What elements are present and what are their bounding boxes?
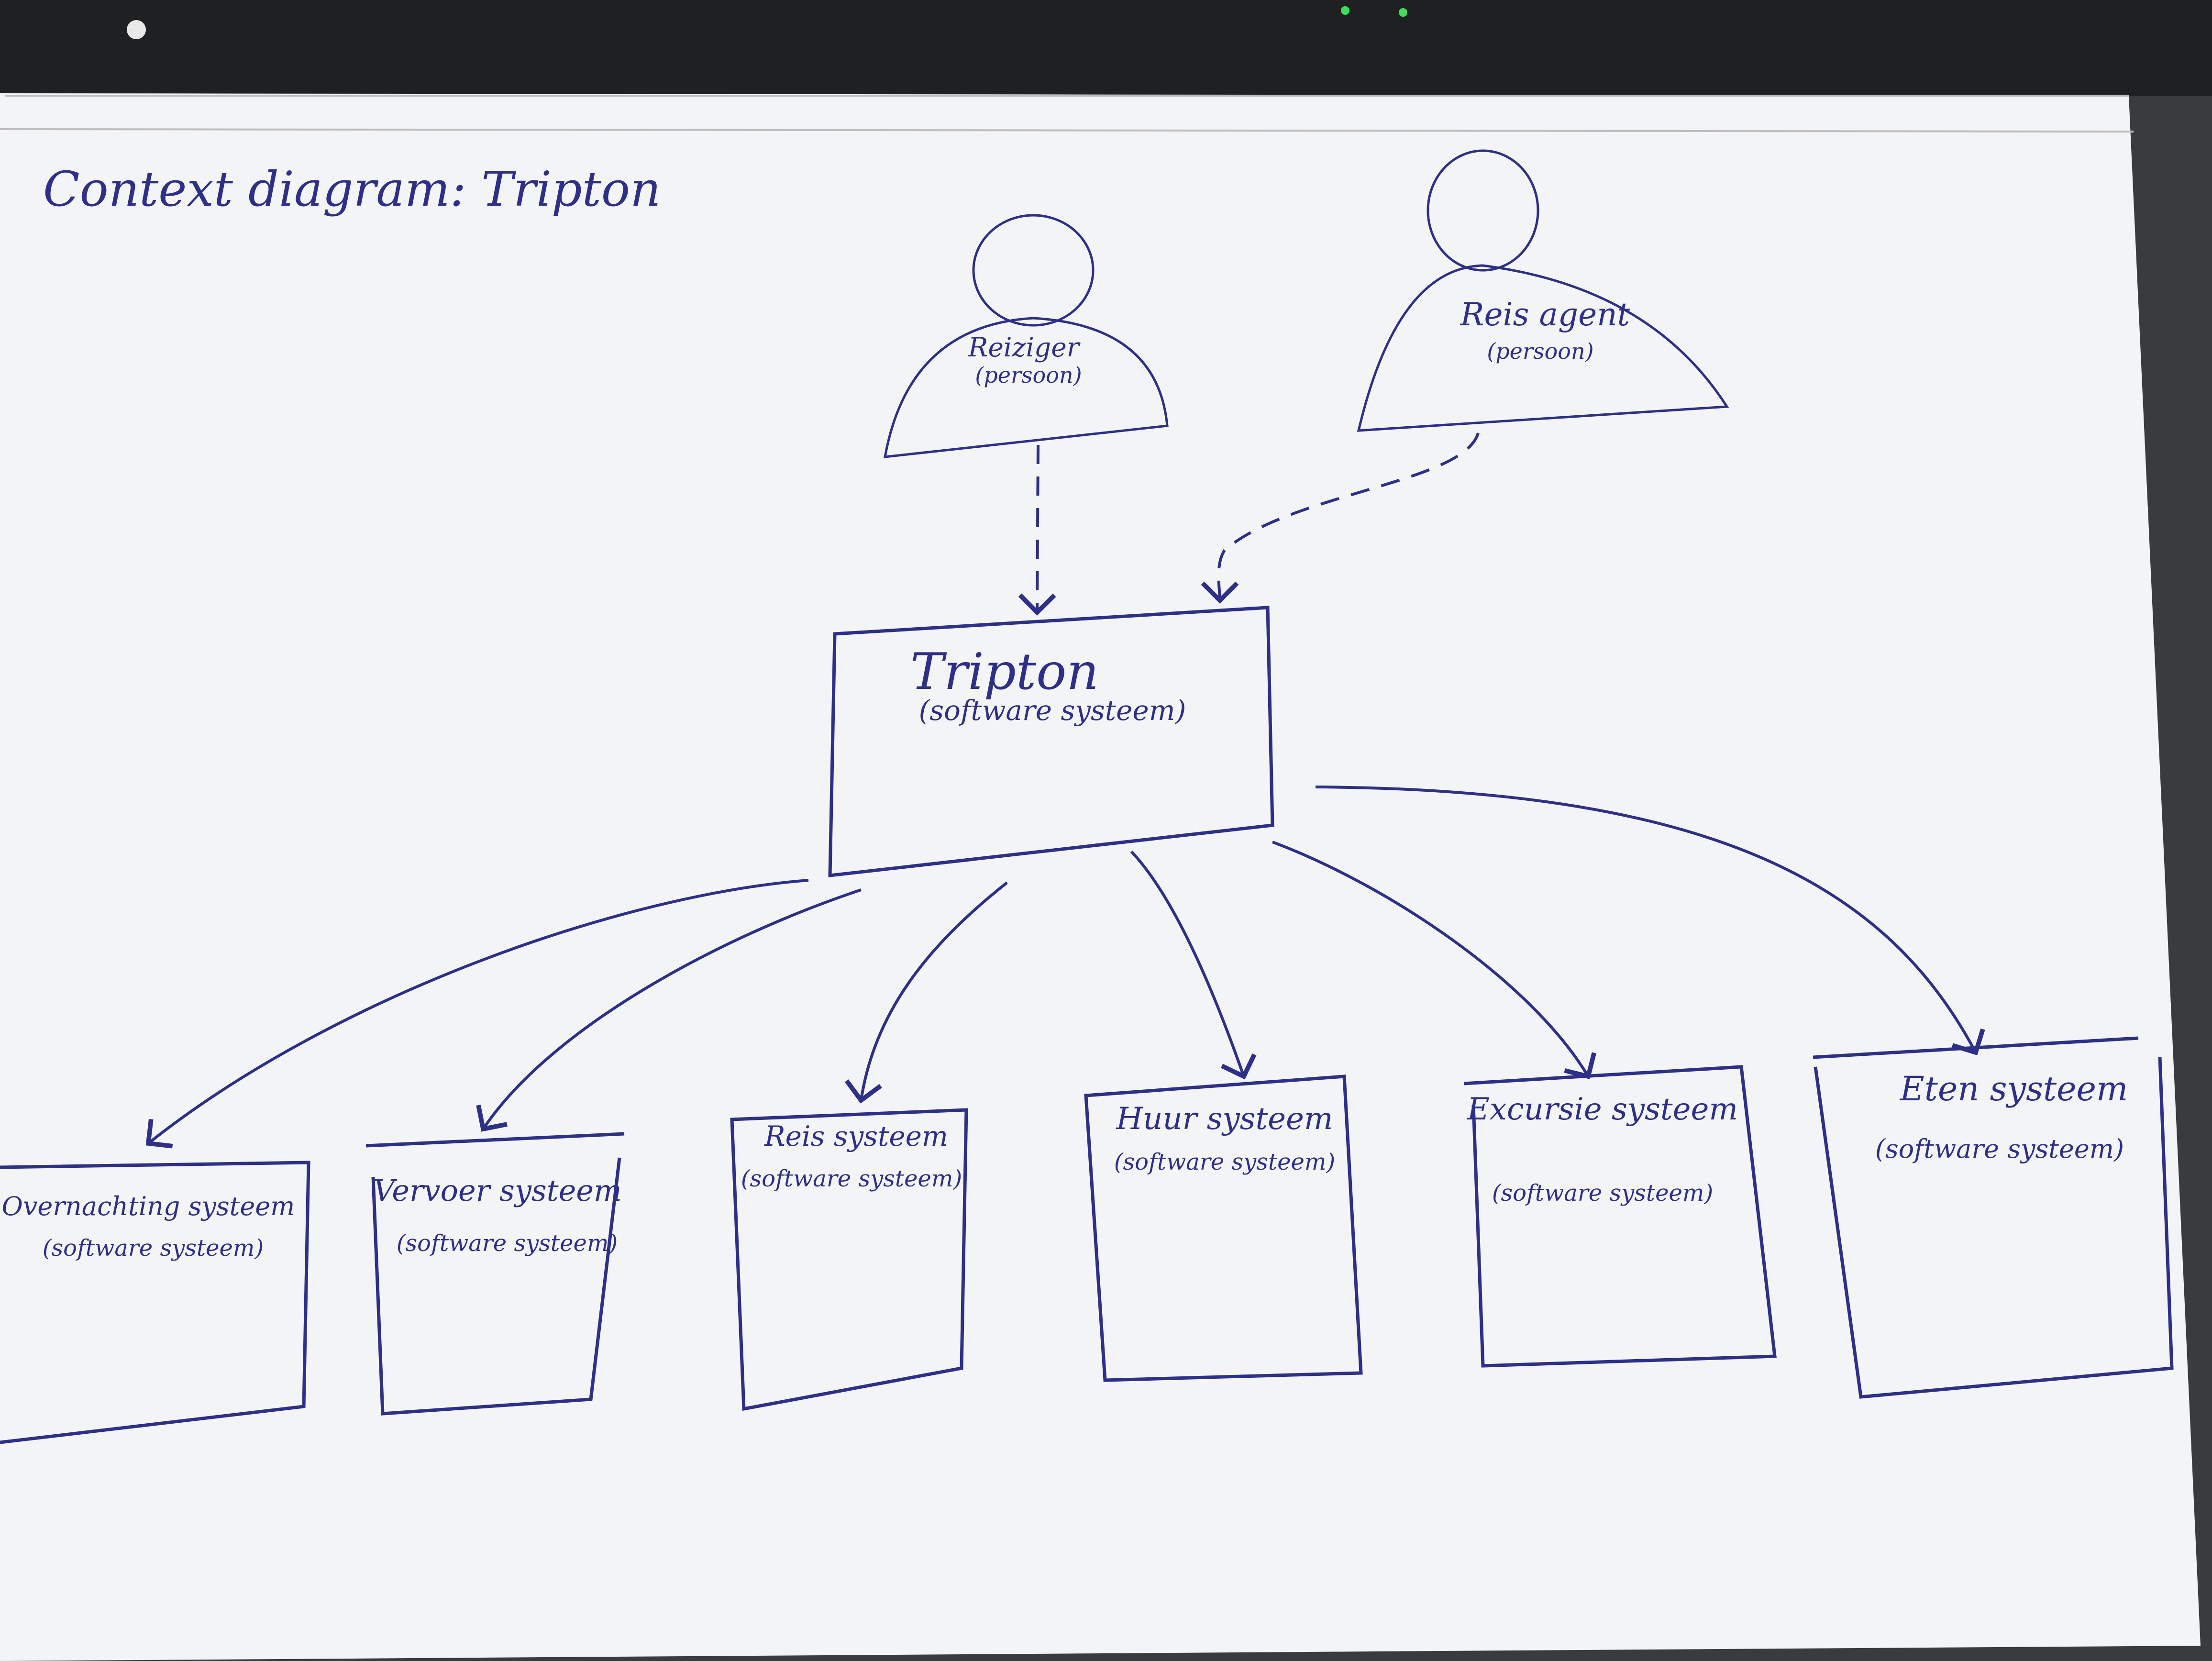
external-system-name: Reis systeem [764, 1120, 948, 1152]
external-system-type: (software systeem) [1114, 1149, 1335, 1175]
external-system-name: Vervoer systeem [373, 1173, 622, 1208]
external-system-type: (software systeem) [397, 1230, 618, 1257]
central-system-name: Tripton [910, 642, 1099, 701]
external-system-vervoer: Vervoer systeem (software systeem) [365, 1132, 625, 1416]
external-system-huur: Huur systeem (software systeem) [1084, 1074, 1363, 1382]
arrow-reisagent-to-tripton [1201, 432, 1480, 604]
pin-icon [127, 20, 146, 39]
external-system-box [1463, 1065, 1777, 1368]
external-system-type: (software systeem) [1492, 1180, 1713, 1207]
external-system-name: Huur systeem [1116, 1101, 1333, 1137]
arrow-to-huur [1130, 850, 1257, 1080]
external-system-reis: Reis systeem (software systeem) [730, 1108, 968, 1411]
paper-ruled-lines [0, 95, 2134, 133]
person-body-icon [1357, 264, 1729, 432]
external-system-box-top [1813, 1036, 2139, 1059]
external-system-box-top [365, 1132, 625, 1148]
external-system-box [371, 1157, 621, 1416]
person-reisagent: Reis agent (persoon) [1357, 149, 1729, 432]
central-system-type: (software systeem) [919, 694, 1186, 727]
arrow-to-excursie [1272, 841, 1596, 1079]
arrow-to-vervoer [476, 888, 862, 1132]
external-system-type: (software systeem) [43, 1235, 264, 1262]
paper-sheet [0, 93, 2201, 1661]
external-system-name: Eten systeem [1899, 1069, 2128, 1108]
person-reiziger: Reiziger (persoon) [883, 214, 1169, 458]
notebook-cover [0, 0, 2212, 96]
external-system-box [1084, 1074, 1363, 1382]
person-head-icon [972, 214, 1095, 327]
notebook-led-2 [1399, 8, 1407, 17]
external-system-name: Overnachting systeem [2, 1191, 295, 1221]
external-system-excursie: Excursie systeem (software systeem) [1463, 1065, 1777, 1368]
external-system-eten: Eten systeem (software systeem) [1813, 1036, 2174, 1399]
arrow-to-reis [844, 881, 1008, 1104]
external-system-box [730, 1108, 968, 1411]
person-body-icon [883, 317, 1169, 458]
external-system-type: (software systeem) [1875, 1134, 2124, 1164]
person-type: (persoon) [975, 362, 1082, 388]
outgoing-arrows [145, 786, 1985, 1149]
notebook-led-1 [1341, 6, 1349, 15]
person-head-icon [1427, 149, 1539, 272]
diagram-title: Context diagram: Tripton [43, 161, 661, 217]
arrow-reiziger-to-tripton [1018, 444, 1056, 616]
central-system-tripton: Tripton (software systeem) [828, 606, 1274, 877]
external-system-box [0, 1161, 310, 1444]
person-name: Reiziger [968, 332, 1081, 363]
person-name: Reis agent [1460, 296, 1630, 333]
external-system-overnachting: Overnachting systeem (software systeem) [0, 1161, 310, 1444]
external-system-box [1814, 1057, 2174, 1399]
external-system-name: Excursie systeem [1467, 1092, 1738, 1127]
arrow-to-overnachting [145, 879, 809, 1149]
person-type: (persoon) [1487, 338, 1593, 364]
external-system-type: (software systeem) [741, 1165, 962, 1192]
central-system-box [828, 606, 1274, 877]
arrow-to-eten [1315, 786, 1985, 1055]
